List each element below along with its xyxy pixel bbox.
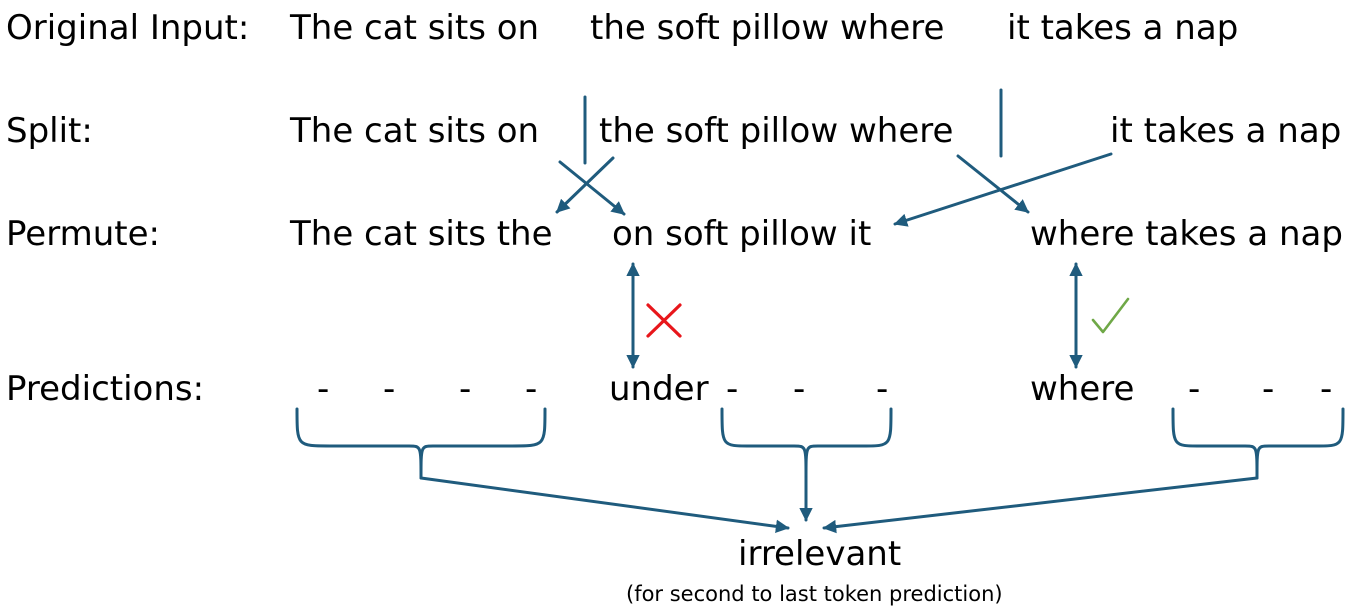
permute-segment-2: on soft pillow it — [612, 214, 872, 254]
prediction-dash: - — [876, 369, 889, 409]
row-label-predictions: Predictions: — [6, 369, 205, 409]
permute-arrow-where — [956, 154, 1030, 214]
row-label-original: Original Input: — [6, 8, 250, 48]
cross-icon — [646, 303, 682, 338]
prediction-dash: - — [383, 369, 396, 409]
prediction-dash: - — [525, 369, 538, 409]
split-segment-3: it takes a nap — [1110, 111, 1342, 151]
result-note: (for second to last token prediction) — [626, 582, 1003, 606]
permute-segment-3: where takes a nap — [1030, 214, 1343, 254]
permute-arrow-on — [558, 160, 626, 216]
original-segment-3: it takes a nap — [1007, 8, 1239, 48]
original-segment-1: The cat sits on — [290, 8, 540, 48]
check-icon — [1091, 297, 1130, 334]
result-label: irrelevant — [738, 534, 902, 574]
result-arrow-left — [419, 476, 790, 534]
prediction-dash: - — [1262, 369, 1275, 409]
permute-arrow-the — [555, 156, 615, 214]
permute-segment-1: The cat sits the — [290, 214, 553, 254]
prediction-dash: - — [793, 369, 806, 409]
permute-arrow-it — [893, 152, 1113, 227]
prediction-dash: - — [1320, 369, 1333, 409]
original-segment-2: the soft pillow where — [590, 8, 945, 48]
prediction-where: where — [1030, 369, 1135, 409]
brace-group-1 — [295, 407, 547, 480]
prediction-dash: - — [726, 369, 739, 409]
row-label-permute: Permute: — [6, 214, 160, 254]
prediction-dash: - — [1188, 369, 1201, 409]
split-segment-2: the soft pillow where — [599, 111, 954, 151]
prediction-dash: - — [317, 369, 330, 409]
brace-group-2 — [720, 407, 893, 480]
result-arrow-right — [822, 476, 1259, 534]
prediction-under: under — [609, 369, 709, 409]
split-segment-1: The cat sits on — [290, 111, 540, 151]
row-label-split: Split: — [6, 111, 93, 151]
prediction-dash: - — [459, 369, 472, 409]
brace-group-3 — [1171, 407, 1345, 480]
